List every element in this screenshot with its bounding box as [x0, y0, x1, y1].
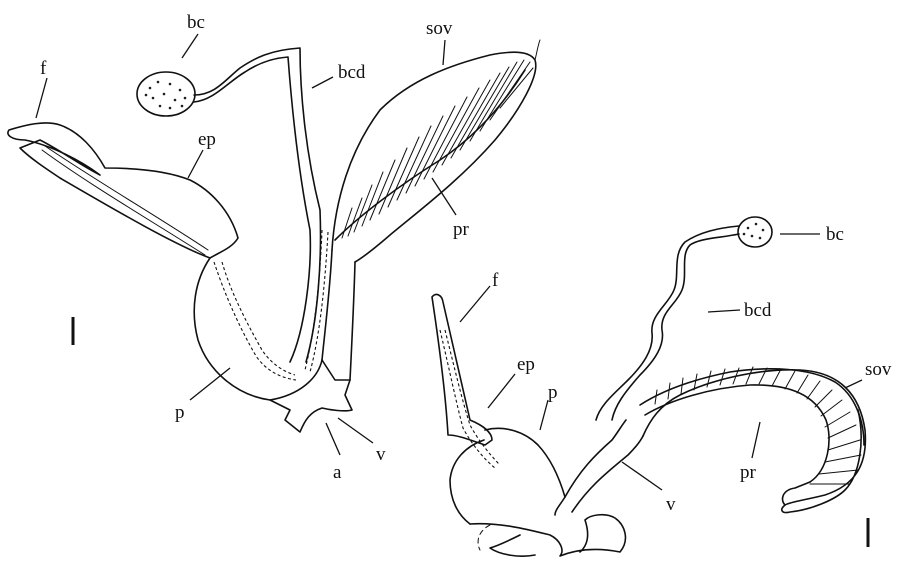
left-figure: bc bcd sov f ep pr p v a — [8, 12, 540, 483]
left-spermoviduct — [332, 52, 536, 262]
right-vagina — [565, 420, 643, 512]
right-label-bcd: bcd — [744, 300, 772, 321]
right-figure: bc bcd sov f ep p pr v — [432, 217, 892, 556]
left-label-f: f — [40, 58, 47, 79]
right-label-pr: pr — [740, 462, 757, 483]
left-label-v: v — [376, 444, 386, 465]
left-label-sov: sov — [426, 18, 453, 39]
right-bursa-stipple — [743, 223, 764, 239]
right-label-p: p — [548, 382, 558, 403]
left-label-bc: bc — [187, 12, 205, 33]
left-label-pr: pr — [453, 219, 470, 240]
left-label-a: a — [333, 462, 342, 483]
right-label-v: v — [666, 494, 676, 515]
left-prostate-hatching — [342, 60, 533, 238]
left-label-ep: ep — [198, 129, 216, 150]
left-vagina — [322, 250, 355, 380]
right-label-bc: bc — [826, 224, 844, 245]
right-label-f: f — [492, 270, 499, 291]
right-spermoviduct — [643, 370, 865, 513]
right-label-ep: ep — [517, 354, 535, 375]
left-label-bcd: bcd — [338, 62, 366, 83]
right-bursa-copulatrix — [738, 217, 772, 247]
left-bursa-stipple — [145, 81, 186, 109]
left-label-p: p — [175, 402, 185, 423]
left-atrium — [270, 360, 352, 432]
right-penis — [485, 428, 565, 515]
right-label-sov: sov — [865, 359, 892, 380]
left-penis — [194, 258, 322, 400]
right-bursa-duct — [612, 234, 739, 420]
